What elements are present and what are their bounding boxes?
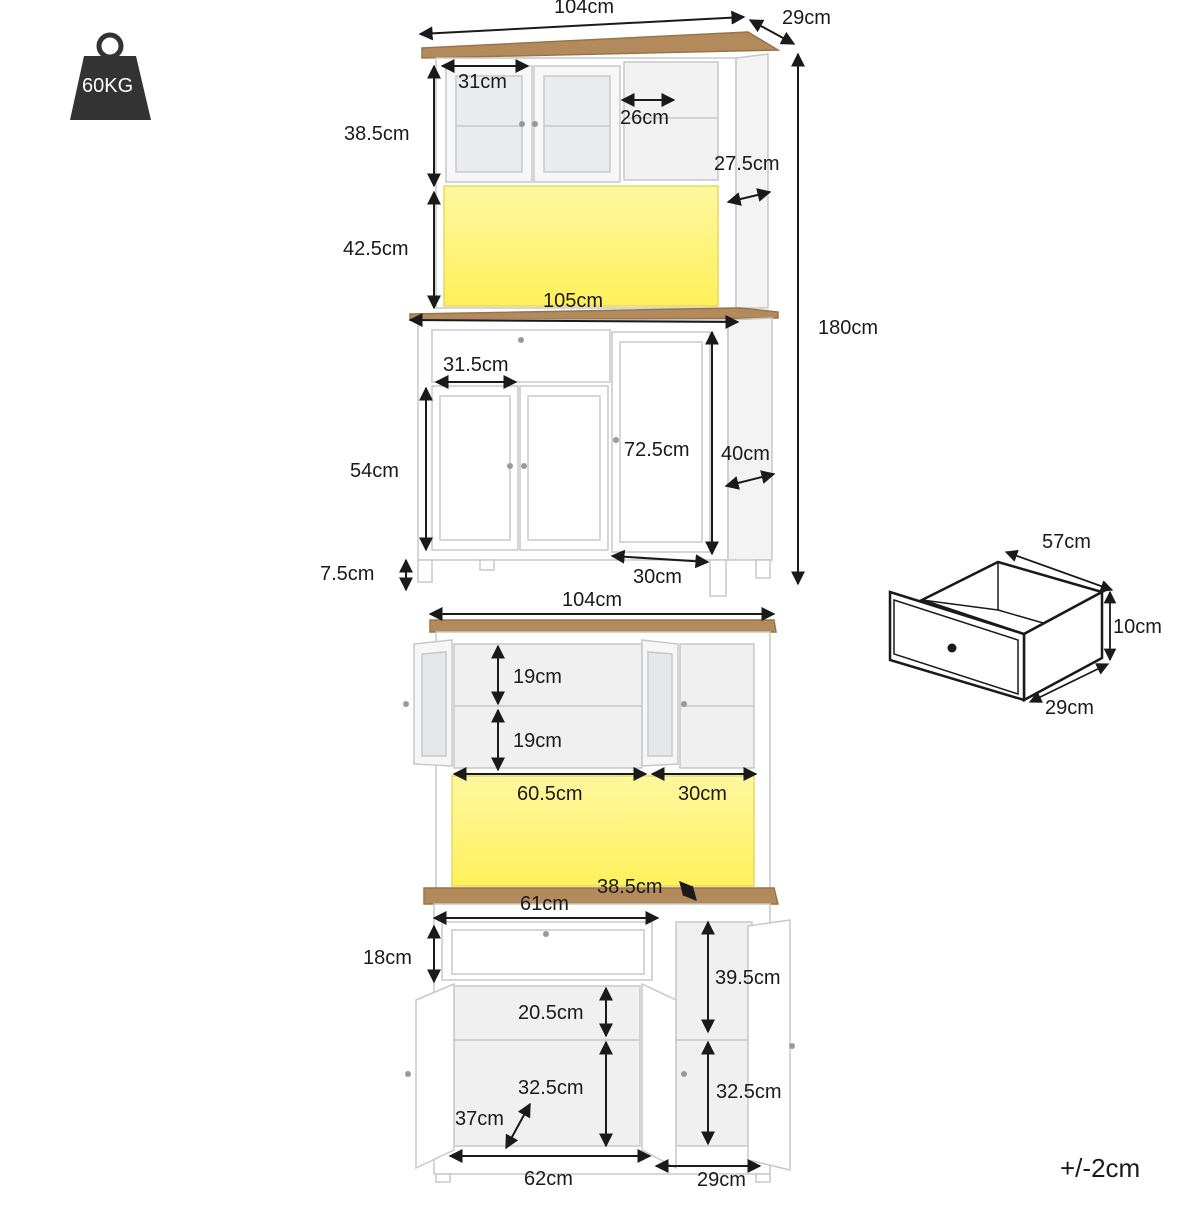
front-side-door-height: 72.5cm xyxy=(624,439,690,461)
open-shelf-bottom: 32.5cm xyxy=(518,1077,584,1099)
open-left-inner-width: 60.5cm xyxy=(517,783,583,805)
front-base-depth: 40cm xyxy=(721,443,770,465)
drawer-dimension-arrows xyxy=(1004,549,1117,703)
open-drawer-height: 18cm xyxy=(363,947,412,969)
drawer-line-art xyxy=(888,560,1106,703)
tolerance-note: +/-2cm xyxy=(1060,1153,1141,1183)
front-lit-area-height: 42.5cm xyxy=(343,238,409,260)
drawer-height: 10cm xyxy=(1113,616,1162,638)
drawer-depth: 57cm xyxy=(1042,531,1091,553)
open-shelf-top: 20.5cm xyxy=(518,1002,584,1024)
open-bottom-width-left: 62cm xyxy=(524,1168,573,1190)
open-top-width: 104cm xyxy=(562,589,623,611)
front-leg-height: 7.5cm xyxy=(320,563,375,585)
front-top-width: 104cm xyxy=(554,0,615,18)
front-open-shelf-width: 26cm xyxy=(620,107,669,129)
front-glass-door-width: 31cm xyxy=(458,71,507,93)
open-drawer-width: 61cm xyxy=(520,893,569,915)
front-counter-width: 105cm xyxy=(543,290,604,312)
weight-icon xyxy=(70,32,151,120)
open-inner-depth: 37cm xyxy=(455,1108,504,1130)
front-total-height: 180cm xyxy=(818,317,879,339)
weight-label: 60KG xyxy=(82,75,134,97)
front-drawer-width: 31.5cm xyxy=(443,354,509,376)
open-shelf-lower: 19cm xyxy=(513,730,562,752)
front-hutch-height: 38.5cm xyxy=(344,123,410,145)
front-side-door-width: 30cm xyxy=(633,566,682,588)
open-right-lower: 32.5cm xyxy=(716,1081,782,1103)
open-right-upper: 39.5cm xyxy=(715,967,781,989)
front-hutch-depth: 27.5cm xyxy=(714,153,780,175)
drawer-width: 29cm xyxy=(1045,697,1094,719)
open-right-inner-width: 30cm xyxy=(678,783,727,805)
open-counter-depth: 38.5cm xyxy=(597,876,663,898)
open-bottom-width-right: 29cm xyxy=(697,1169,746,1191)
front-base-door-height: 54cm xyxy=(350,460,399,482)
front-dimension-arrows xyxy=(399,10,805,592)
open-shelf-upper: 19cm xyxy=(513,666,562,688)
front-depth-top: 29cm xyxy=(782,7,831,29)
cabinet-front-view xyxy=(409,31,781,597)
open-dimension-arrows xyxy=(427,607,776,1173)
